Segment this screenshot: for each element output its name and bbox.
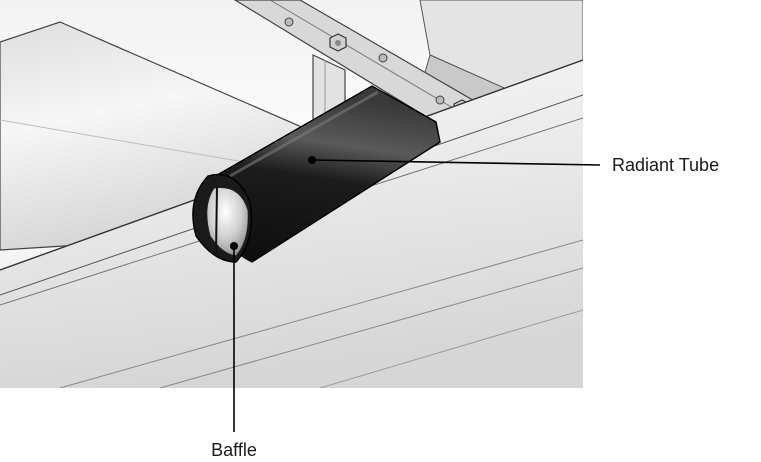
reflector-crease	[159, 267, 583, 388]
baffle-divider	[215, 185, 218, 255]
tube-highlight	[229, 90, 379, 178]
reflector-crease	[319, 309, 583, 388]
bracket-hole	[378, 53, 388, 63]
radiant-tube-callout: Radiant Tube	[308, 155, 719, 175]
reflector-crease	[59, 239, 583, 388]
illustration	[0, 0, 583, 388]
baffle-callout: Baffle	[211, 242, 257, 460]
baffle-label: Baffle	[211, 440, 257, 460]
radiant-tube-leader-line	[311, 159, 601, 166]
bracket-hole	[435, 95, 445, 105]
baffle	[192, 173, 253, 263]
radiant-tube-label: Radiant Tube	[612, 155, 719, 175]
bracket-hole	[284, 17, 294, 27]
hex-nut-icon	[329, 33, 347, 52]
